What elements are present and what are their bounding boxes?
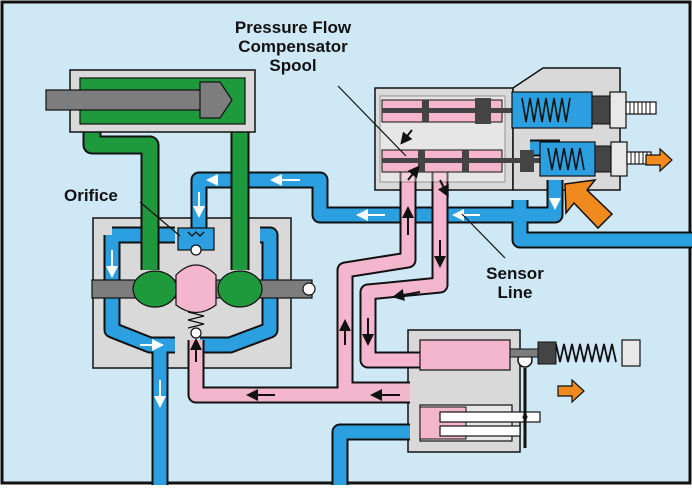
lower-land-2 xyxy=(462,150,469,172)
bias-rod xyxy=(509,348,541,358)
orange-direction-arrow-icon xyxy=(557,378,585,404)
orifice-leader-line xyxy=(139,201,181,237)
spool-label-line-1: Pressure Flow xyxy=(234,18,352,37)
lower-screw-thread-icon xyxy=(630,152,648,164)
lower-spring-icon xyxy=(547,147,585,171)
check-spring-icon xyxy=(187,311,205,329)
flow-arrow-icon xyxy=(407,165,420,181)
upper-adjuster xyxy=(591,95,611,125)
orange-direction-arrow-icon xyxy=(645,147,673,173)
valve-land-left xyxy=(132,270,178,308)
spool-label-line-2: Compensator xyxy=(238,37,348,56)
sensor-line-label: Sensor Line xyxy=(470,264,560,302)
upper-spring-icon xyxy=(521,97,571,123)
lower-land-1 xyxy=(418,150,425,172)
actuator-rod-upper xyxy=(439,411,541,423)
orifice-spring-icon xyxy=(187,231,205,237)
sensor-leader-line xyxy=(461,213,506,259)
actuator-rod-lower xyxy=(439,425,521,437)
valve-land-right xyxy=(217,270,263,308)
cylinder-rod xyxy=(45,89,207,111)
lower-spring-chamber xyxy=(539,141,596,177)
actuator-pink-chamber xyxy=(419,339,511,371)
spool-leader-line xyxy=(337,85,407,157)
bias-spring-seat xyxy=(537,341,557,365)
black-flow-arrows xyxy=(190,129,449,401)
upper-lock-nut xyxy=(609,91,627,129)
lever-pin xyxy=(522,414,528,420)
sensor-label-line-1: Sensor xyxy=(486,264,544,283)
flow-arrow-icon xyxy=(392,289,421,301)
lower-land-3 xyxy=(520,150,534,172)
upper-land-2 xyxy=(475,98,491,124)
flow-arrow-icon xyxy=(437,179,449,198)
large-pointer-arrow-icon xyxy=(564,179,614,230)
upper-land-1 xyxy=(422,100,429,122)
spool-label: Pressure Flow Compensator Spool xyxy=(208,18,378,75)
orifice-label: Orifice xyxy=(64,186,118,205)
check-ball-lower xyxy=(190,327,202,339)
sensor-label-line-2: Line xyxy=(497,283,533,302)
spool-label-line-3: Spool xyxy=(269,56,317,75)
upper-screw-thread-icon xyxy=(629,102,651,114)
flow-arrow-icon xyxy=(400,129,413,145)
white-flow-arrows xyxy=(106,174,561,408)
spool-end-pin xyxy=(302,282,316,296)
lower-lock-nut xyxy=(610,141,628,177)
lower-adjuster xyxy=(594,145,612,173)
bias-spring-cap xyxy=(621,339,641,367)
upper-spool-rod xyxy=(382,108,522,113)
check-valve-chamber xyxy=(175,264,217,314)
bias-spring-icon xyxy=(555,343,617,363)
check-ball-upper xyxy=(190,244,202,256)
cylinder-piston xyxy=(199,81,233,119)
